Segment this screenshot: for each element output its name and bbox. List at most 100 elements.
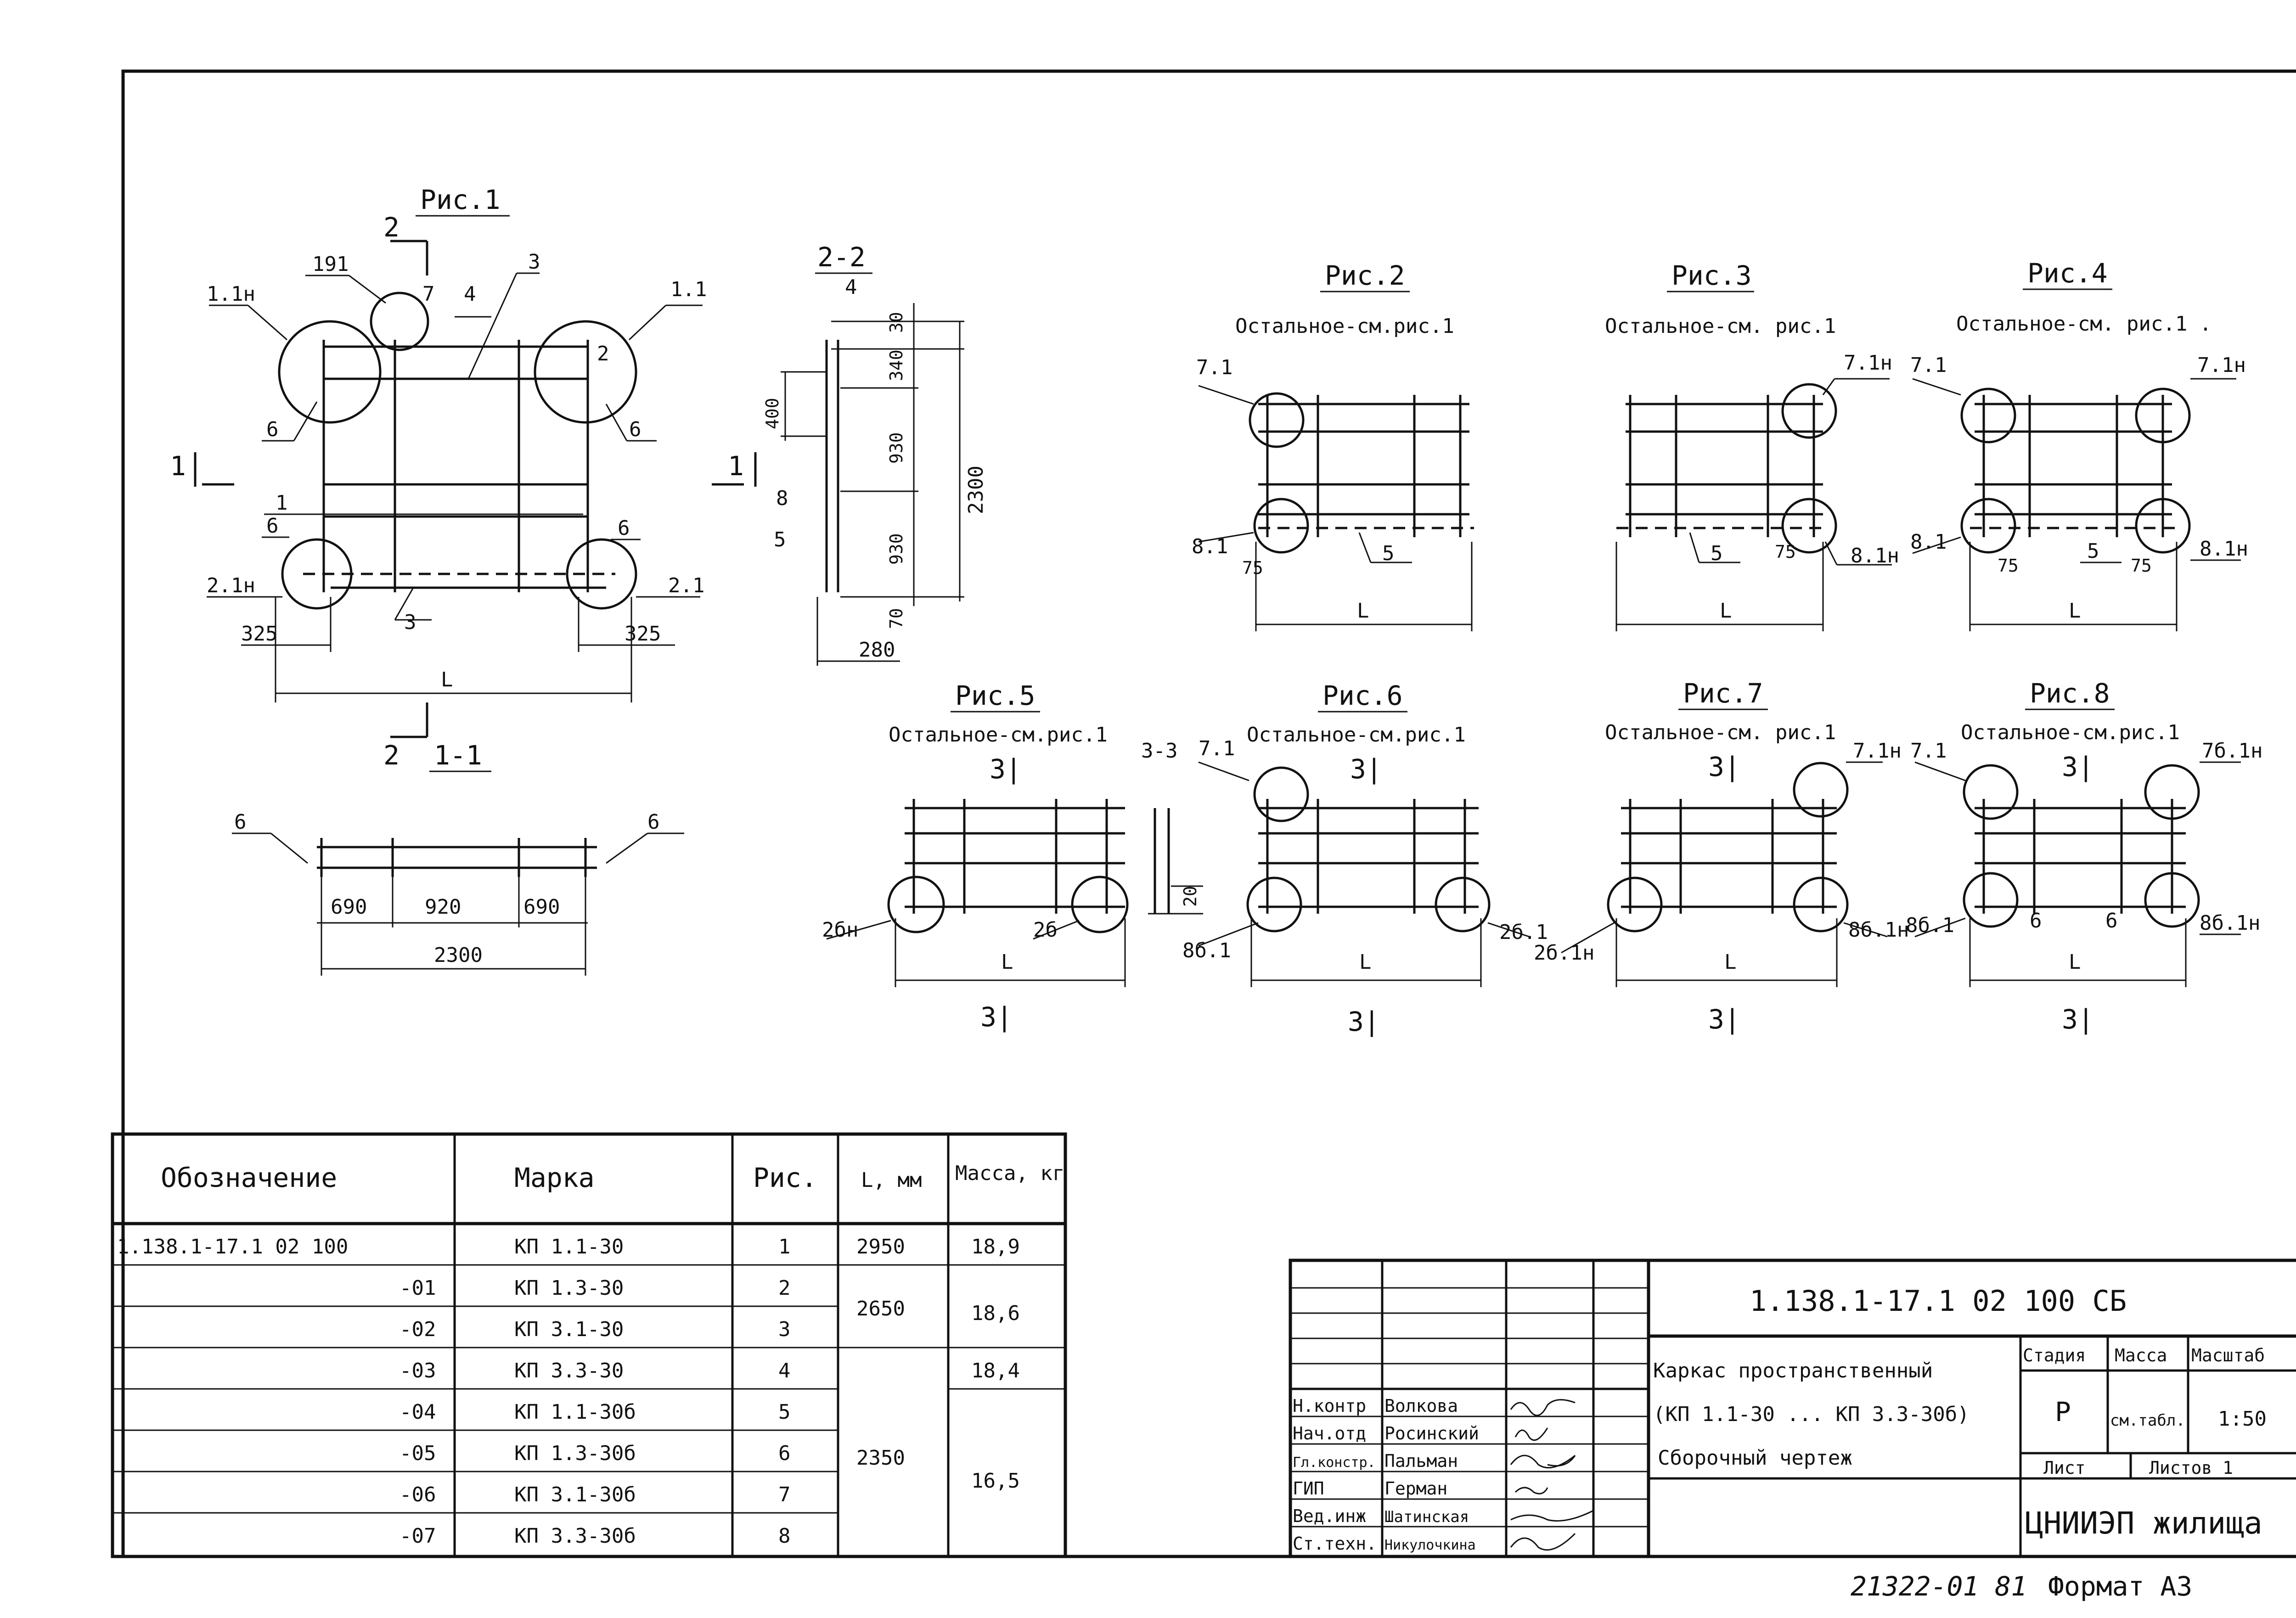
drawing-label: 3| xyxy=(2062,1004,2094,1035)
drawing-label: 6 xyxy=(647,810,660,834)
table-row: -07 КП 3.3-30б 8 xyxy=(400,1524,791,1548)
title-block: Н.контр Волкова Нач.отд Росинский Гл.кон… xyxy=(1289,1258,2296,1558)
drawing-label: 2650 xyxy=(856,1297,905,1320)
drawing-label: -06 xyxy=(400,1483,436,1506)
drawing-label: 7б.1н xyxy=(2202,739,2262,763)
drawing-label: 7.1 xyxy=(1196,356,1232,379)
doc-code: 1.138.1-17.1 02 100 СБ xyxy=(1750,1284,2127,1318)
drawing-label: КП 1.3-30б xyxy=(514,1442,636,1465)
drawing-label: 280 xyxy=(859,638,895,662)
drawing-label: 8.1 xyxy=(1192,535,1228,558)
drawing-label: КП 3.1-30б xyxy=(514,1483,636,1506)
drawing-label: Герман xyxy=(1384,1478,1447,1499)
drawing-label: 18,9 xyxy=(971,1235,1020,1258)
drawing-label: Росинский xyxy=(1384,1423,1479,1444)
drawing-label: -02 xyxy=(400,1318,436,1341)
drawing-label: 4 xyxy=(464,282,476,306)
drawing-label: 5 xyxy=(778,1400,791,1424)
drawing-label: Лист xyxy=(2043,1458,2086,1478)
drawing-label: 1.138.1-17.1 02 100 xyxy=(117,1235,348,1258)
drawing-label: Остальное-см.рис.1 xyxy=(889,723,1108,747)
drawing-label: 1 xyxy=(778,1235,791,1258)
drawing-label: 7.1 xyxy=(1199,737,1235,760)
drawing-label: 1.1 xyxy=(670,278,707,301)
drawing-label: 6 xyxy=(234,810,247,834)
drawing-label: 2б.1 xyxy=(1499,921,1548,944)
spec-table: Обозначение Марка Рис. L, мм Масса, кг 1… xyxy=(111,1132,1067,1558)
drawing-label: Вед.инж xyxy=(1293,1506,1366,1526)
organization: ЦНИИЭП жилища xyxy=(2025,1506,2262,1541)
table-row: -02 КП 3.1-30 3 xyxy=(400,1318,791,1341)
drawing-label: КП 3.3-30б xyxy=(514,1524,636,1548)
drawing-label: 2.1 xyxy=(668,574,704,597)
table-row: -01 КП 1.3-30 2 2650 18,6 xyxy=(400,1276,1020,1325)
drawing-label: 4 xyxy=(845,275,857,299)
drawing-label: Листов 1 xyxy=(2149,1458,2233,1478)
drawing-label: 2 xyxy=(778,1276,791,1300)
drawing-label: L xyxy=(1359,950,1372,974)
drawing-label: 2 xyxy=(597,342,609,365)
drawing-label: 7.1н xyxy=(1844,351,1892,375)
drawing-label: 75 xyxy=(1775,542,1796,562)
drawing-label: 3 xyxy=(778,1318,791,1341)
th-mass: Масса, кг xyxy=(955,1162,1064,1185)
drawing-label: Рис.4 xyxy=(2027,258,2108,289)
drawing-label: 8б.1н xyxy=(1848,918,1909,942)
drawing-label: 6 xyxy=(618,517,630,540)
drawing-label: 5 xyxy=(2087,539,2099,563)
drawing-label: 3| xyxy=(1708,751,1740,782)
figure-4: Рис.4 Остальное-см. рис.1 . 7.1 7.1н 8.1… xyxy=(1910,258,2248,631)
drawing-label: 75 xyxy=(1242,558,1263,578)
drawing-label: L xyxy=(2069,950,2081,974)
drawing-label: 1-1 xyxy=(434,740,482,771)
drawing-label: КП 1.1-30б xyxy=(514,1400,636,1424)
drawing-label: Масса xyxy=(2115,1345,2167,1365)
drawing-label: 18,4 xyxy=(971,1359,1020,1382)
drawing-label: 5 xyxy=(1711,542,1723,565)
drawing-label: 191 xyxy=(312,253,349,276)
figure-2: Рис.2 Остальное-см.рис.1 7.1 8.1 75 5 L xyxy=(1192,260,1474,631)
table-row: -03 КП 3.3-30 4 2350 18,4 xyxy=(400,1359,1020,1470)
drawing-label: 7 xyxy=(778,1483,791,1506)
drawing-label: ГИП xyxy=(1293,1478,1324,1499)
drawing-label: Остальное-см. рис.1 xyxy=(1605,315,1836,338)
figure-3: Рис.3 Остальное-см. рис.1 7.1н 5 75 8.1н… xyxy=(1605,260,1899,631)
drawing-label: 6 xyxy=(629,418,642,441)
drawing-label: см.табл. xyxy=(2110,1411,2185,1430)
drawing-label: 4 xyxy=(778,1359,791,1382)
drawing-label: Ст.техн. xyxy=(1293,1534,1377,1554)
drawing-label: 690 xyxy=(523,895,560,919)
drawing-label: Рис.2 xyxy=(1325,260,1405,291)
drawing-label: 400 xyxy=(762,398,782,429)
drawing-label: 6 xyxy=(266,514,279,538)
sheet-frame xyxy=(121,69,2296,1558)
drawing-label: 1 xyxy=(728,450,744,482)
drawing-label: 690 xyxy=(331,895,367,919)
drawing-label: L xyxy=(1357,599,1369,623)
drawing-label: 1:50 xyxy=(2218,1407,2267,1431)
drawing-label: Масштаб xyxy=(2191,1345,2265,1365)
drawing-label: 6 xyxy=(2105,909,2118,933)
drawing-label: 2-2 xyxy=(817,242,866,273)
signature-mark xyxy=(1510,1455,1576,1469)
drawing-label: 2 xyxy=(383,212,400,243)
drawing-label: 920 xyxy=(425,895,461,919)
drawing-label: 3| xyxy=(1350,753,1382,785)
drawing-label: 2350 xyxy=(856,1446,905,1470)
table-row: -06 КП 3.1-30б 7 xyxy=(400,1483,791,1506)
drawing-label: Остальное-см.рис.1 xyxy=(1961,721,2180,744)
drawing-label: 2.1н xyxy=(207,574,255,597)
format-label: Формат А3 xyxy=(2048,1571,2192,1602)
th-designation: Обозначение xyxy=(161,1162,337,1193)
drawing-label: -03 xyxy=(400,1359,436,1382)
drawing-label: 30 xyxy=(886,312,906,333)
drawing-label: Шатинская xyxy=(1384,1508,1469,1526)
drawing-label: 8 xyxy=(778,1524,791,1548)
doc-name-2: (КП 1.1-30 ... КП 3.3-30б) xyxy=(1653,1403,1970,1426)
drawing-label: 1.1н xyxy=(207,282,255,306)
drawing-label: Н.контр xyxy=(1293,1396,1366,1416)
drawing-label: Рис.7 xyxy=(1683,678,1763,709)
drawing-label: Волкова xyxy=(1384,1396,1458,1416)
drawing-label: 1 xyxy=(276,491,288,515)
drawing-label: 3 xyxy=(528,250,540,274)
